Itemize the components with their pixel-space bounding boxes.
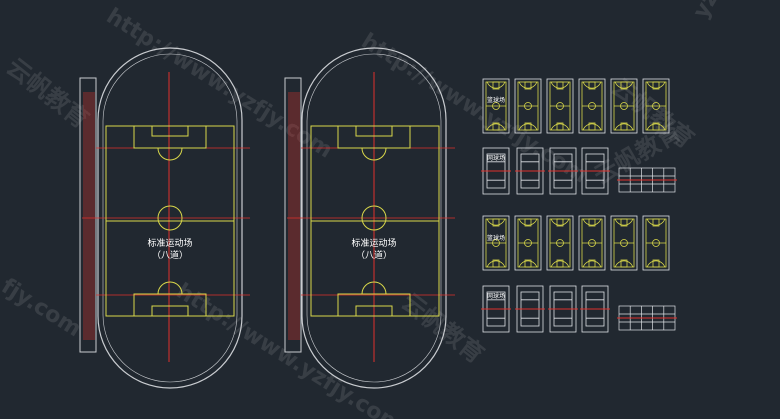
football-pitch bbox=[310, 125, 440, 317]
courts-layer[interactable] bbox=[481, 78, 677, 333]
field-subtitle: （八道） bbox=[152, 249, 188, 261]
tennis-court[interactable] bbox=[481, 285, 511, 333]
basketball-court[interactable] bbox=[642, 215, 670, 271]
grandstand bbox=[284, 77, 302, 353]
tennis-caption: 网球场 bbox=[487, 292, 505, 300]
watermark-url: fjy.com bbox=[0, 274, 85, 342]
basketball-court[interactable] bbox=[546, 78, 574, 134]
tennis-court[interactable] bbox=[481, 147, 511, 195]
mini-court-block[interactable] bbox=[617, 305, 677, 331]
basketball-court[interactable] bbox=[482, 78, 510, 134]
football-pitch bbox=[105, 125, 235, 317]
basketball-court[interactable] bbox=[514, 78, 542, 134]
basketball-caption: 篮球场 bbox=[487, 96, 505, 104]
tennis-court[interactable] bbox=[548, 147, 578, 195]
tennis-court[interactable] bbox=[580, 285, 610, 333]
watermark-url: http://www.yzfjy.com bbox=[357, 29, 592, 189]
mini-court-block[interactable] bbox=[617, 167, 677, 193]
basketball-court[interactable] bbox=[514, 215, 542, 271]
basketball-court[interactable] bbox=[546, 215, 574, 271]
tennis-court[interactable] bbox=[515, 147, 545, 195]
tennis-court[interactable] bbox=[515, 285, 545, 333]
tennis-caption: 网球场 bbox=[487, 154, 505, 162]
tennis-court[interactable] bbox=[580, 147, 610, 195]
field-subtitle: （八道） bbox=[356, 249, 392, 261]
stadium-2[interactable]: 标准运动场 （八道） bbox=[284, 47, 455, 389]
field-title: 标准运动场 bbox=[147, 237, 192, 249]
watermark-url: yzfjy bbox=[689, 0, 740, 23]
basketball-court[interactable] bbox=[482, 215, 510, 271]
grandstand bbox=[79, 77, 97, 353]
stadium-1[interactable]: 标准运动场 （八道） bbox=[79, 47, 250, 389]
track-red-lanes bbox=[288, 92, 300, 340]
basketball-court[interactable] bbox=[610, 215, 638, 271]
watermark-layer: http://www.yzfjy.com http://www.yzfjy.co… bbox=[0, 0, 740, 419]
basketball-caption: 篮球场 bbox=[487, 234, 505, 242]
tennis-court[interactable] bbox=[548, 285, 578, 333]
basketball-court[interactable] bbox=[578, 78, 606, 134]
basketball-court[interactable] bbox=[642, 78, 670, 134]
field-title: 标准运动场 bbox=[351, 237, 396, 249]
track-red-lanes bbox=[83, 92, 95, 340]
basketball-court[interactable] bbox=[610, 78, 638, 134]
basketball-court[interactable] bbox=[578, 215, 606, 271]
